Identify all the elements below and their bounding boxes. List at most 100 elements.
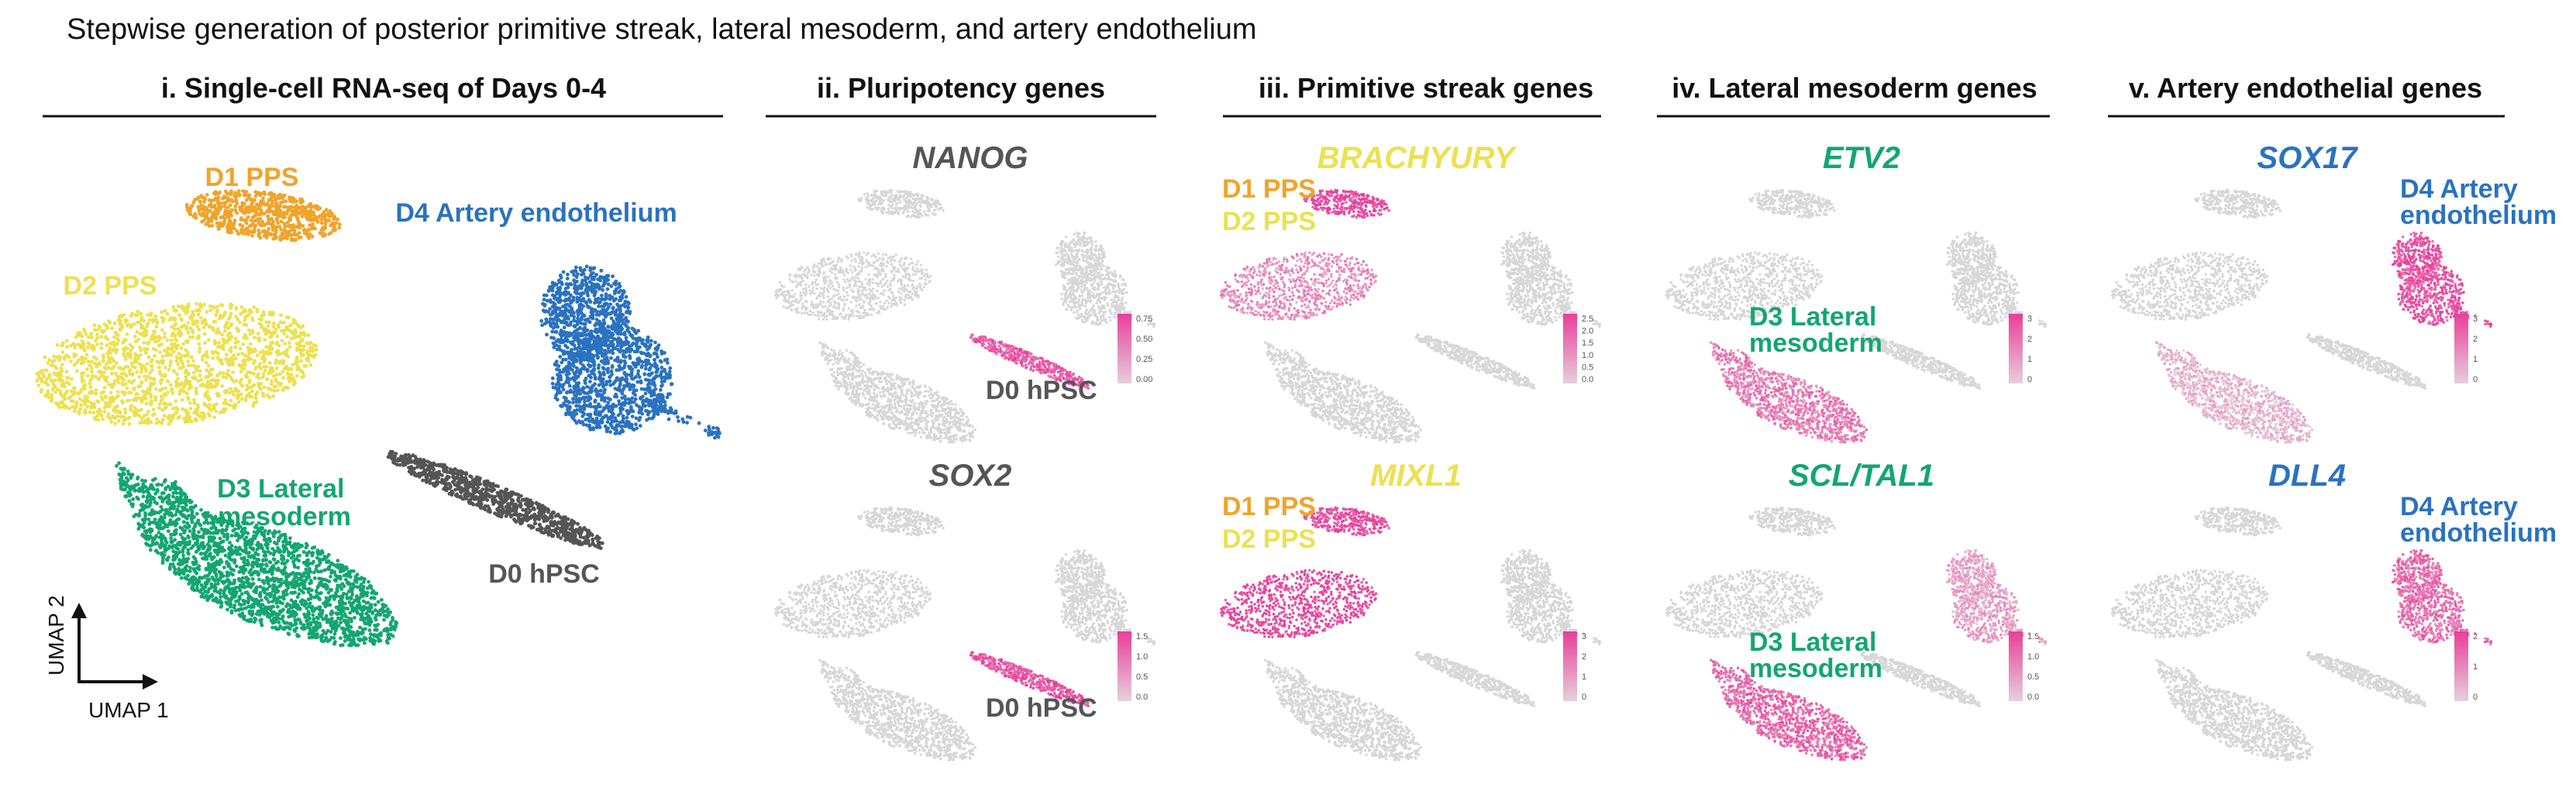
cell-point [215, 331, 219, 335]
cell-point [225, 402, 229, 406]
cell-point [113, 347, 117, 351]
cell-point [277, 361, 281, 365]
cell-point [295, 367, 299, 371]
cell-point [267, 207, 271, 211]
cell-point [265, 332, 269, 335]
cell-point [564, 298, 568, 302]
cell-point [570, 314, 573, 318]
cell-point [271, 394, 275, 398]
cell-point [136, 392, 139, 396]
cell-point [189, 407, 193, 411]
cell-point [190, 317, 194, 321]
cell-point [333, 228, 337, 232]
cell-point [251, 318, 255, 322]
cell-point [249, 198, 253, 201]
cell-point [119, 319, 122, 323]
cell-point [295, 346, 299, 350]
cell-point [239, 208, 243, 212]
cell-point [338, 222, 342, 226]
cell-point [148, 371, 152, 375]
cell-point [110, 326, 114, 330]
cell-point [602, 318, 606, 322]
cell-point [278, 237, 282, 241]
cell-point [601, 297, 605, 301]
cell-point [263, 369, 267, 373]
cell-point [267, 372, 271, 376]
cell-point [229, 231, 233, 235]
cell-point [152, 329, 156, 333]
cell-point [290, 198, 294, 202]
cell-point [192, 411, 196, 414]
cell-point [116, 380, 120, 384]
cell-point [636, 370, 640, 373]
cell-point [147, 391, 151, 395]
cell-point [122, 372, 126, 376]
cell-point [126, 332, 129, 336]
cell-point [135, 370, 139, 374]
cell-point [188, 401, 192, 405]
cell-point [216, 198, 220, 202]
cell-point [594, 400, 598, 404]
cell-point [37, 383, 41, 387]
cell-point [193, 319, 197, 323]
cell-point [224, 208, 228, 212]
cell-point [88, 363, 91, 367]
cell-point [216, 356, 220, 360]
cell-point [154, 348, 158, 352]
cell-point [181, 398, 184, 402]
cell-point [141, 325, 145, 329]
cell-point [74, 335, 78, 339]
cell-point [212, 415, 216, 419]
cell-point [133, 358, 137, 362]
cell-point [279, 228, 283, 232]
cell-point [259, 387, 263, 391]
cell-point [188, 383, 191, 387]
cell-point [297, 325, 301, 328]
cell-point [205, 310, 209, 314]
cell-point [128, 422, 132, 426]
cell-point [219, 371, 222, 375]
cell-point [211, 356, 215, 360]
cell-point [257, 382, 260, 386]
cell-point [92, 402, 96, 406]
cell-point [235, 389, 239, 393]
cell-point [122, 378, 126, 382]
cell-point [108, 397, 112, 401]
cell-point [302, 345, 306, 349]
cell-point [639, 380, 643, 383]
cell-point [192, 401, 196, 405]
cell-point [122, 422, 126, 426]
cell-point [239, 223, 243, 227]
cell-point [43, 356, 47, 359]
cell-point [201, 207, 205, 211]
cell-point [90, 370, 94, 373]
cell-point [184, 420, 188, 424]
cell-point [283, 332, 287, 335]
cell-point [112, 335, 116, 339]
cell-point [319, 231, 322, 235]
cell-point [611, 307, 615, 311]
cell-point [181, 342, 185, 346]
cell-point [259, 204, 263, 208]
cell-point [289, 233, 293, 237]
cell-point [184, 327, 188, 331]
cell-point [207, 375, 211, 379]
cell-point [215, 304, 219, 308]
cell-point [169, 383, 173, 387]
cell-point [248, 308, 252, 312]
cell-point [267, 204, 271, 208]
cell-point [215, 310, 219, 314]
cluster-points-d1 [185, 189, 342, 242]
cell-point [190, 356, 194, 359]
cell-point [145, 325, 149, 328]
cell-point [231, 363, 235, 366]
cell-point [164, 366, 167, 370]
cell-point [152, 408, 156, 411]
cell-point [285, 325, 289, 329]
cell-point [203, 332, 207, 336]
cell-point [65, 370, 69, 373]
cell-point [267, 325, 270, 328]
cell-point [146, 341, 150, 345]
cell-point [45, 377, 49, 381]
cell-point [246, 346, 250, 349]
